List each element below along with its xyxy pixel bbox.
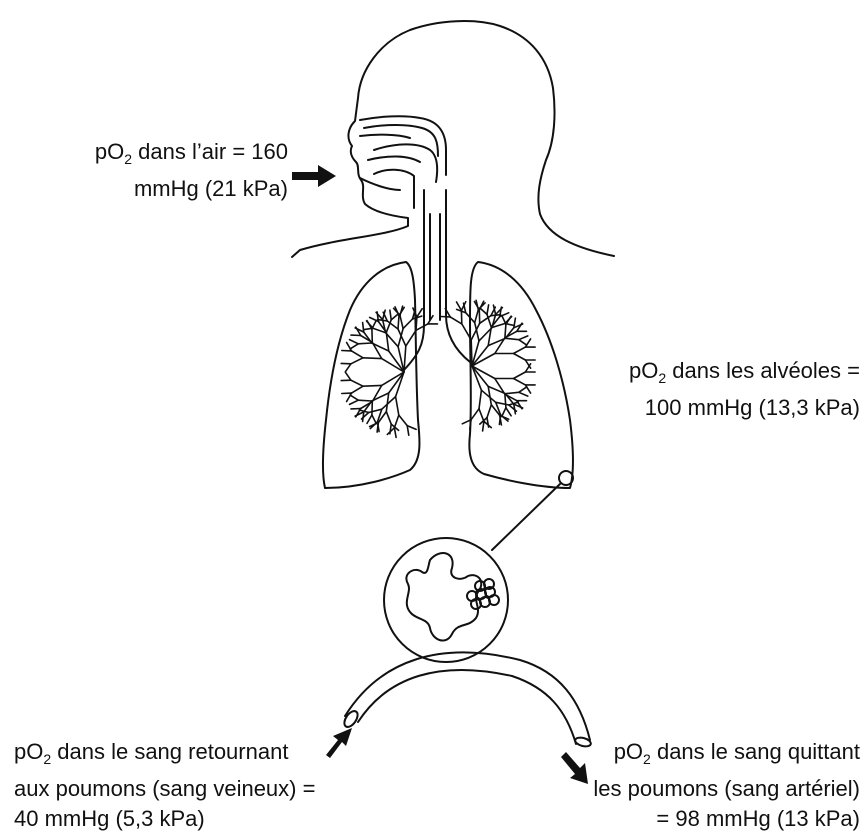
air-arrow-icon [292,165,336,187]
bronchus-branch [416,317,417,330]
bronchus-branch [519,340,527,346]
bronchus-branch [519,336,528,340]
bronchus-branch [391,314,398,320]
bronchus-branch [502,316,506,325]
bronchus-branch [358,400,372,401]
vessel-opening [342,709,361,729]
bronchus-branch [369,409,382,412]
bronchus-branch [389,372,404,393]
bronchus-branch [502,408,506,417]
bronchus-branch [483,421,484,431]
connector-line [492,484,560,550]
bronchus-branch [471,409,479,420]
left-lung [323,262,420,488]
alveolus-sacs [406,553,481,641]
bronchus-branch [350,395,358,400]
bronchus-branch [351,380,363,386]
blood-vessel [345,652,590,744]
bronchus-branch [350,344,358,349]
bronchus-branch [345,364,351,372]
bronchus-branch [487,405,491,418]
bronchus-branch [514,372,526,379]
venous-po2-label: pO2 dans le sang retournant aux poumons … [14,737,334,834]
bronchus-branch [480,308,487,315]
alveolus-marker [559,471,573,485]
bronchus-branch [363,385,382,386]
bronchus-branch [505,394,506,408]
bronchus-branch [367,321,372,329]
bronchial-tree [341,300,535,437]
bronchus-branch [394,428,396,438]
arterial-po2-label: pO2 dans le sang quittant les poumons (s… [560,737,860,834]
bronchus-branch [505,324,506,338]
bronchus-branch [491,315,501,316]
bronchus-branch [351,358,363,364]
bronchus-branch [519,387,527,393]
bronchus-branch [517,323,522,331]
bronchus-branch [475,310,479,323]
bronchus-branch [386,412,391,425]
bronchus-branch [479,409,484,422]
bronchus-branch [347,343,352,351]
bronchus-branch [406,330,416,346]
capillary-cluster [467,579,499,609]
bronchus-branch [355,412,364,416]
bronchus-branch [519,392,528,396]
bronchus-branch [399,415,407,426]
bronchus-branch [390,310,391,320]
bronchus-branch [363,358,382,359]
head-outline [292,21,614,257]
bronchus-branch [394,415,398,428]
bronchus-branch [505,392,518,393]
bronchus-branch [509,405,517,411]
bronchus-branch [398,316,399,329]
bronchus-branch [400,316,403,329]
bronchus-branch [506,408,511,416]
bronchus-branch [506,316,511,324]
bronchus-branch [505,338,518,339]
bronchus-branch [496,402,509,405]
bronchus-branch [352,351,364,358]
bronchus-branch [471,340,472,366]
bronchus-branch [363,323,364,333]
nasal-cavity [360,116,446,175]
bronchus-branch [403,319,412,329]
bronchus-branch [492,315,496,328]
bronchus-branch [345,372,351,380]
bronchus-branch [367,415,372,423]
bronchus-branch [396,397,399,416]
bronchus-branch [416,324,428,330]
bronchus-branch [358,343,372,344]
bronchus-branch [350,340,359,344]
alveoles-po2-label: pO2 dans les alvéoles = 100 mmHg (13,3 k… [590,356,860,423]
bronchus-branch [514,354,526,361]
bronchus-branch [472,366,488,386]
bronchus-branch [383,320,386,333]
bronchus-branch [525,385,530,393]
bronchus-branch [347,393,352,401]
bronchus-branch [525,339,530,347]
bronchus-branch [352,386,364,393]
bronchus-branch [487,305,489,315]
air-po2-label: pO2 dans l’air = 160 mmHg (21 kPa) [40,137,288,204]
bronchus-branch [450,317,462,324]
bronchus-branch [350,400,359,404]
bronchus-branch [372,320,376,329]
mouth-palate [360,144,437,208]
bronchus-branch [372,415,376,424]
bronchus-branch [514,347,526,353]
bronchus-branch [356,327,361,335]
bronchus-branch [514,379,526,385]
bronchus-branch [479,390,481,409]
